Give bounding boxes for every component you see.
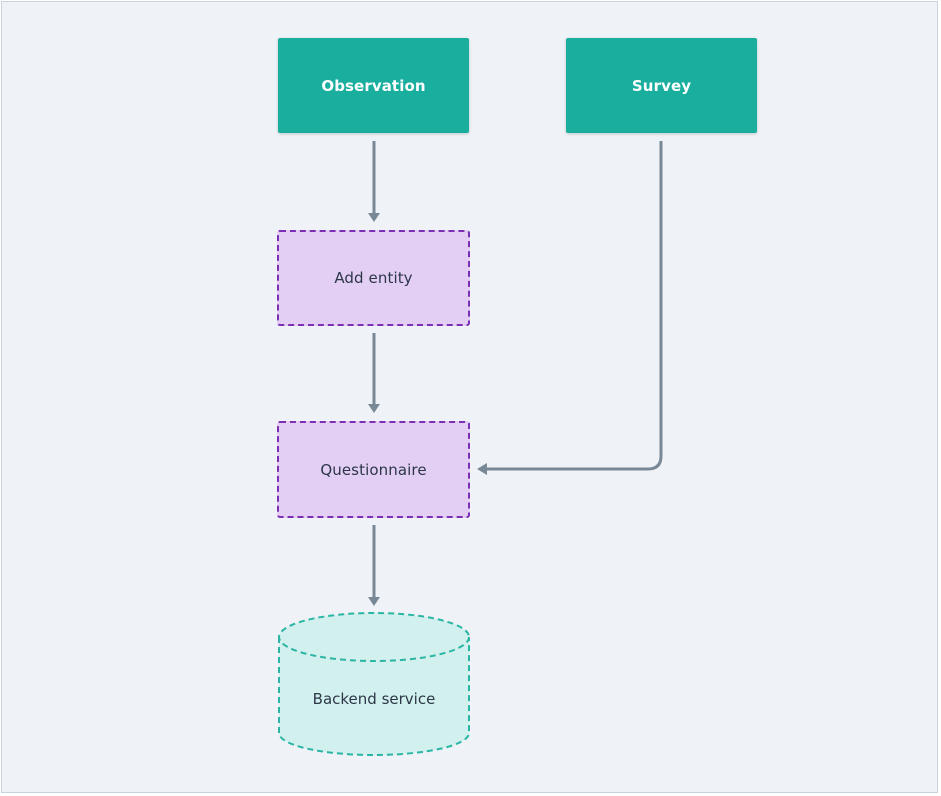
node-survey-label: Survey bbox=[631, 76, 692, 95]
database-cylinder-shape bbox=[278, 612, 470, 756]
edge-add-entity-to-questionnaire bbox=[368, 333, 380, 413]
node-backend-service-label: Backend service bbox=[312, 690, 436, 708]
node-observation[interactable]: Observation bbox=[278, 38, 469, 133]
node-questionnaire-label: Questionnaire bbox=[320, 460, 427, 479]
node-survey[interactable]: Survey bbox=[566, 38, 757, 133]
edge-questionnaire-to-backend bbox=[368, 525, 380, 606]
edge-observation-to-add-entity bbox=[368, 141, 380, 222]
node-questionnaire[interactable]: Questionnaire bbox=[277, 421, 470, 518]
node-add-entity-label: Add entity bbox=[334, 269, 413, 287]
edge-survey-to-questionnaire bbox=[477, 141, 663, 475]
node-add-entity[interactable]: Add entity bbox=[277, 230, 470, 326]
node-observation-label: Observation bbox=[321, 76, 426, 95]
